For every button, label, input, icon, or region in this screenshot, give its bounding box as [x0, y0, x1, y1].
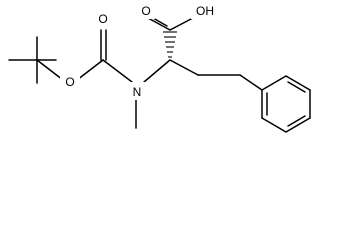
molecule-structure: O O N O OH — [8, 3, 311, 133]
carboxyl-hydroxyl-label: OH — [196, 4, 214, 18]
stereo-hashed-bond — [163, 31, 177, 58]
carbonyl-to-nitrogen-bond — [102, 59, 133, 83]
tert-butyl-group — [8, 36, 64, 84]
carbamate-ester-oxygen-label: O — [65, 75, 74, 89]
gamma-to-ring-bond — [239, 74, 263, 91]
phenyl-ring — [261, 75, 311, 133]
nitrogen-to-alpha-carbon-bond — [143, 59, 171, 83]
ester-oxygen-to-carbonyl-bond — [76, 59, 104, 81]
carboxyl-single-bond — [169, 17, 194, 31]
carbamate-group — [76, 29, 133, 83]
alpha-to-beta-bond — [169, 59, 199, 76]
carboxyl-double-bond-a — [147, 17, 171, 31]
amine-nitrogen-label: N — [133, 85, 142, 99]
tbu-to-oxygen-bond — [36, 59, 64, 81]
phenethyl-side-chain — [169, 59, 263, 91]
carboxyl-oxygen-label: O — [141, 4, 150, 18]
carbamate-carbonyl-oxygen-label: O — [98, 12, 107, 26]
